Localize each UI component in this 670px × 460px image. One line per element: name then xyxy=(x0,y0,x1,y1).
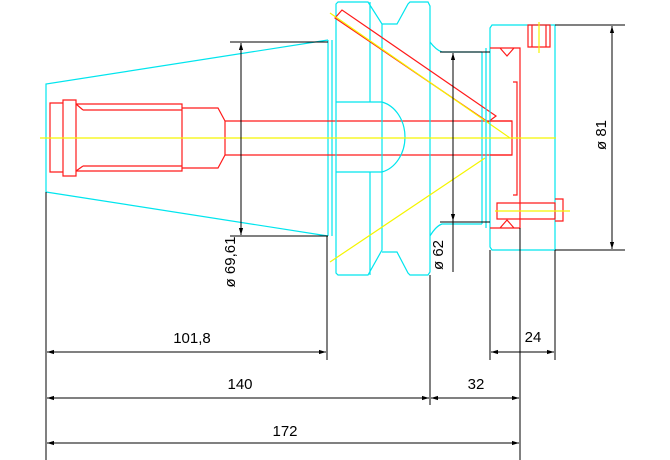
dim-dia-62: ø 62 xyxy=(430,240,447,270)
head xyxy=(485,22,570,251)
dim-24: 24 xyxy=(525,329,542,346)
extension-lines xyxy=(45,24,625,460)
pull-stud xyxy=(49,99,512,177)
dim-dia-81: ø 81 xyxy=(593,120,610,150)
dim-dia-69-61: ø 69,61 xyxy=(222,237,239,288)
taper-outline xyxy=(45,39,333,237)
dimension-lines xyxy=(47,26,615,446)
dim-32: 32 xyxy=(468,376,485,393)
dim-101-8: 101,8 xyxy=(173,330,211,347)
dim-140: 140 xyxy=(227,376,252,393)
coolant-bore xyxy=(329,9,511,263)
dim-172: 172 xyxy=(272,423,297,440)
